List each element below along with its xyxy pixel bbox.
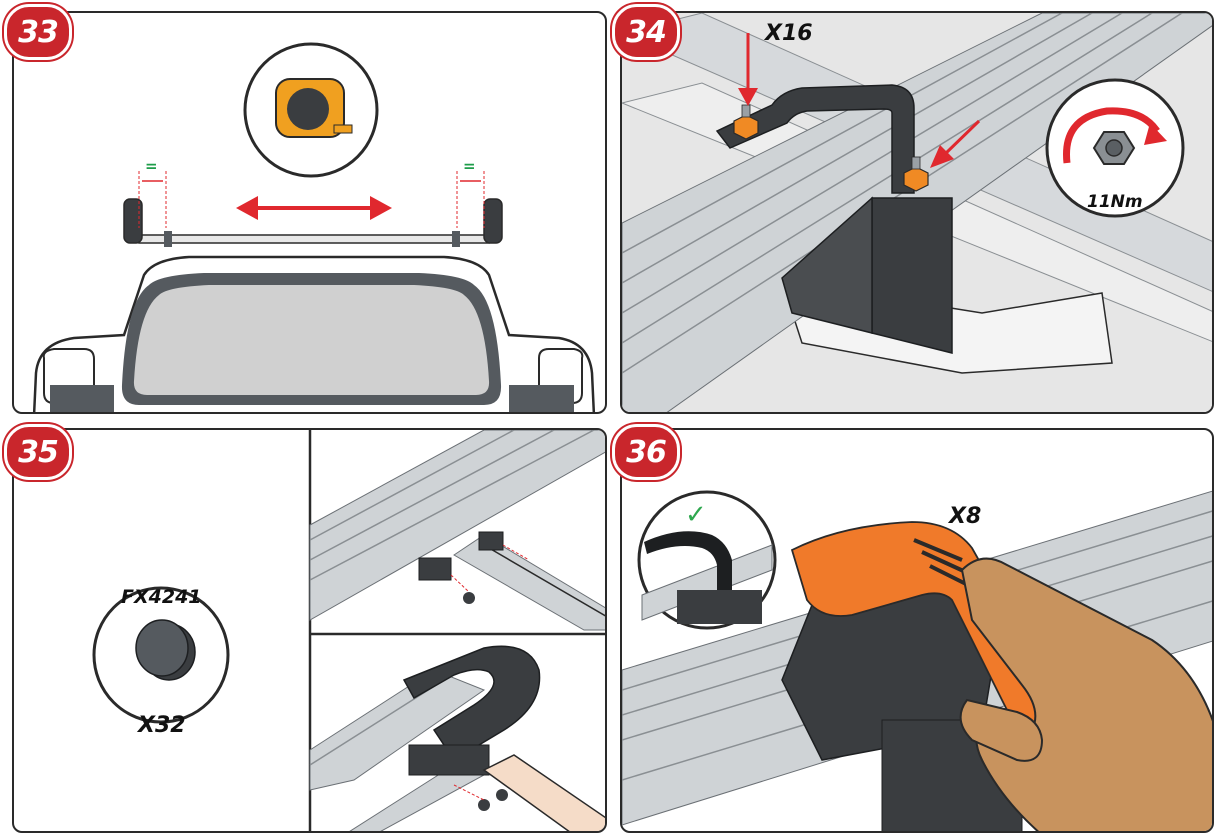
step-34-panel: X16 11Nm bbox=[620, 11, 1214, 414]
nut-quantity-label: X16 bbox=[765, 21, 813, 46]
cap-quantity-label: X8 bbox=[949, 504, 982, 529]
equal-mark-right: = bbox=[463, 157, 476, 175]
equal-mark-left: = bbox=[145, 157, 158, 175]
van-front-illustration bbox=[32, 42, 596, 412]
end-cap-pressing-illustration bbox=[622, 490, 1212, 831]
step-35-badge: 35 bbox=[4, 424, 72, 480]
step-36-panel: ✓ X8 bbox=[620, 428, 1214, 833]
torque-label: 11Nm bbox=[1087, 192, 1143, 212]
step-36-badge: 36 bbox=[612, 424, 680, 480]
step-33-panel: = = bbox=[12, 11, 607, 414]
step-34-badge: 34 bbox=[612, 4, 680, 60]
part-code-label: FX4241 bbox=[121, 586, 202, 608]
check-mark-icon: ✓ bbox=[685, 500, 707, 530]
cap-quantity-label: X32 bbox=[138, 713, 186, 738]
end-cap-fitting-illustration bbox=[92, 430, 605, 831]
bracket-fixing-illustration bbox=[622, 13, 1212, 412]
step-35-panel: FX4241 X32 bbox=[12, 428, 607, 833]
step-33-badge: 33 bbox=[4, 4, 72, 60]
